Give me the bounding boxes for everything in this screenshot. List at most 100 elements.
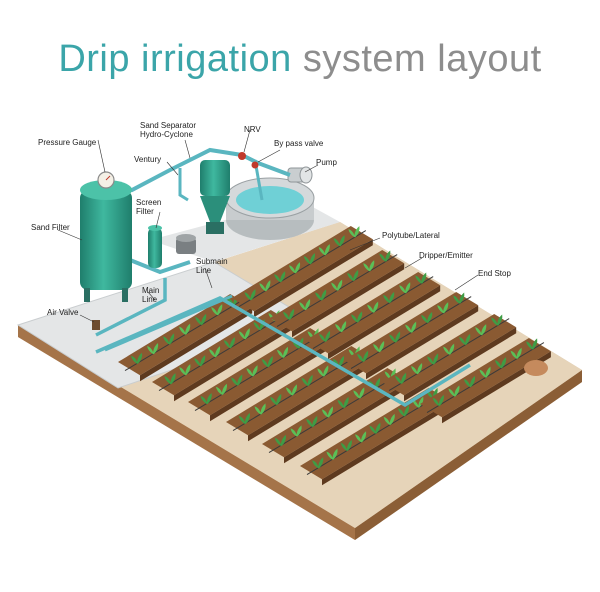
soil-bed-side xyxy=(140,307,253,382)
plant xyxy=(223,337,235,349)
plant xyxy=(383,291,395,303)
label-sand-filter: Sand Filter xyxy=(31,223,70,232)
plant xyxy=(179,364,191,376)
plant xyxy=(312,457,324,469)
plant xyxy=(317,365,329,377)
plant xyxy=(415,272,427,284)
nrv-valve xyxy=(238,152,246,160)
air-valve xyxy=(92,320,100,330)
plant xyxy=(315,289,327,301)
plant xyxy=(335,321,347,333)
plant xyxy=(367,301,379,313)
plant xyxy=(405,321,417,333)
plant xyxy=(495,357,507,369)
label-main-line: Line xyxy=(142,295,158,304)
plant xyxy=(274,271,286,283)
end-stop-rock xyxy=(524,360,548,376)
soil-bed-side xyxy=(254,239,373,318)
plant xyxy=(301,374,313,386)
equipment-piping xyxy=(95,147,291,337)
polytube-lateral xyxy=(268,372,403,454)
plant xyxy=(351,311,363,323)
plant xyxy=(259,280,271,292)
plant xyxy=(164,373,176,385)
plant xyxy=(412,396,424,408)
plant xyxy=(163,333,175,345)
soil-bed-side xyxy=(322,401,451,486)
soil-bed-side xyxy=(174,323,293,402)
hydro-cyclone xyxy=(200,160,230,234)
pump-unit xyxy=(287,166,313,184)
soil-bed-side xyxy=(366,305,479,380)
plant xyxy=(179,323,191,335)
plant xyxy=(395,372,407,384)
pressure-gauge xyxy=(97,171,115,189)
title-part-1: Drip irrigation xyxy=(58,38,292,80)
plant xyxy=(318,244,330,256)
plant xyxy=(463,376,476,388)
plant xyxy=(303,253,315,265)
plant xyxy=(437,302,449,314)
plant xyxy=(443,343,455,355)
plant xyxy=(261,355,273,367)
diagram-title: Drip irrigation system layout xyxy=(0,38,600,81)
submain-pipe xyxy=(95,294,471,408)
plant xyxy=(274,434,287,446)
water-reservoir xyxy=(225,177,315,240)
plant xyxy=(421,311,433,323)
plant xyxy=(432,394,444,406)
plant xyxy=(355,431,367,443)
plant xyxy=(373,341,385,353)
plant xyxy=(369,422,381,434)
plant xyxy=(427,353,439,365)
polytube-lateral xyxy=(238,230,367,308)
label-pressure-gauge: Pressure Gauge xyxy=(38,138,97,147)
plant xyxy=(238,328,250,340)
plant xyxy=(411,363,423,375)
plant xyxy=(337,396,349,408)
label-submain-line: Line xyxy=(196,266,212,275)
soil-bed-side xyxy=(248,359,374,442)
plant xyxy=(246,365,258,377)
label-polytube: Polytube/Lateral xyxy=(382,231,440,240)
plant xyxy=(285,384,298,396)
ventury-injector xyxy=(176,234,196,254)
soil-bed-side xyxy=(292,263,405,338)
plant xyxy=(347,269,359,281)
component-labels: Pressure Gauge Sand Separator Hydro-Cycl… xyxy=(31,121,511,317)
plant xyxy=(270,393,282,405)
plant xyxy=(306,415,318,427)
title-part-2: system layout xyxy=(302,38,542,80)
polytube-lateral xyxy=(232,350,367,432)
plant xyxy=(448,385,460,397)
plant xyxy=(288,262,301,274)
plant xyxy=(397,405,410,417)
plant xyxy=(353,387,365,399)
plant xyxy=(363,260,375,272)
plant xyxy=(348,226,360,238)
plant xyxy=(208,346,221,358)
label-submain: Submain xyxy=(196,257,228,266)
plant xyxy=(215,383,228,395)
soil-bed-side xyxy=(404,327,517,402)
sand-filter-tank xyxy=(80,180,132,302)
plant xyxy=(147,343,159,355)
plant xyxy=(379,250,391,262)
plant xyxy=(357,350,369,362)
plant xyxy=(244,289,256,301)
soil-bed-side xyxy=(284,381,410,464)
soil-bed-side xyxy=(442,351,551,424)
leader-lines xyxy=(57,129,479,323)
label-dripper: Dripper/Emitter xyxy=(419,251,473,260)
soil-beds xyxy=(118,226,551,486)
plant xyxy=(459,333,471,345)
plant xyxy=(510,347,522,359)
plant xyxy=(333,235,345,247)
plant xyxy=(254,403,266,415)
plant xyxy=(276,346,289,358)
plant xyxy=(453,292,465,304)
plant xyxy=(299,299,311,311)
plant xyxy=(211,304,223,316)
plant xyxy=(231,374,243,386)
